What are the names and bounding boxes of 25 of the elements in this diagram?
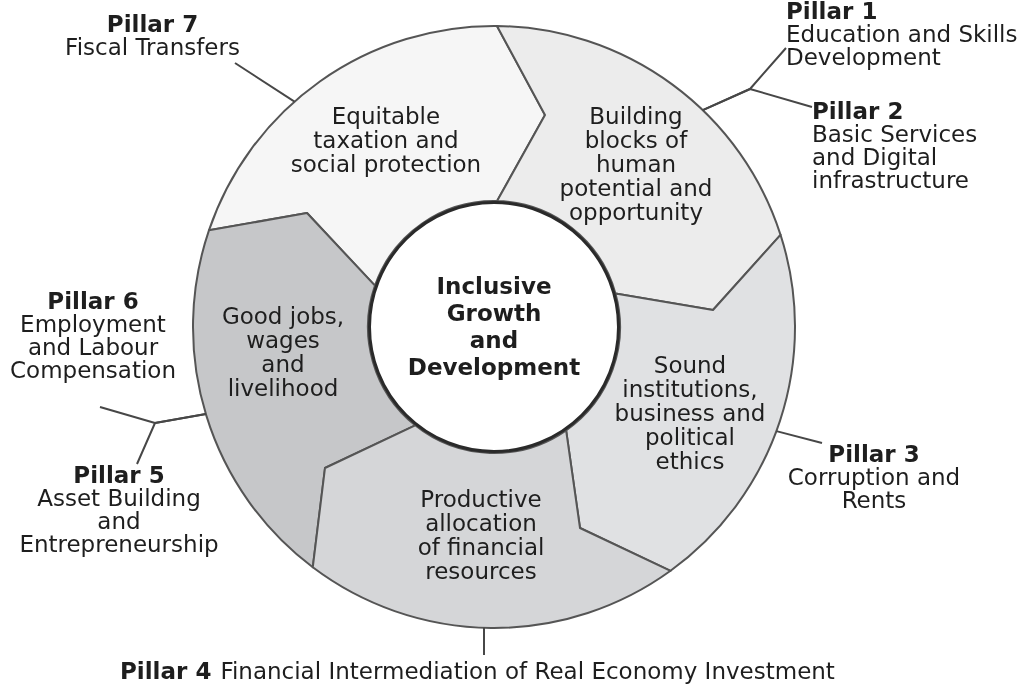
pillar-heading: Pillar 1 bbox=[786, 0, 878, 23]
segment-label: Building blocks of human potential and opportunity bbox=[558, 104, 714, 224]
pillar-heading: Pillar 7 bbox=[106, 13, 199, 36]
leader-line bbox=[136, 413, 207, 465]
pillar-heading: Pillar 2 bbox=[812, 100, 904, 123]
segment-label: Good jobs, wages and livelihood bbox=[221, 304, 345, 400]
leader-line bbox=[234, 62, 296, 103]
pillar-heading: Pillar 4 bbox=[120, 659, 212, 683]
pillar-description: Employment and Labour Compensation bbox=[9, 313, 177, 382]
leader-line bbox=[483, 626, 485, 656]
pillar-heading: Pillar 6 bbox=[47, 290, 139, 313]
pillar-description: Asset Building and Entrepreneurship bbox=[18, 487, 220, 556]
pillar-heading: Pillar 5 bbox=[73, 464, 165, 487]
center-label: Inclusive Growth and Development bbox=[406, 273, 582, 381]
pillar-description: Corruption and Rents bbox=[786, 466, 962, 512]
pillar-heading: Pillar 3 bbox=[828, 443, 920, 466]
pillar-description: Financial Intermediation of Real Economy Investment bbox=[220, 659, 835, 683]
pillar-description: Education and Skills Development bbox=[786, 23, 1019, 69]
pillar-description: Basic Services and Digital infrastructure bbox=[812, 123, 979, 192]
segment-label: Equitable taxation and social protection bbox=[289, 104, 483, 176]
leader-line bbox=[701, 88, 813, 112]
leader-line bbox=[775, 430, 823, 444]
segment-label: Sound institutions, business and political ethics bbox=[613, 353, 767, 473]
segment-label: Productive allocation of financial resources bbox=[416, 487, 546, 583]
pillar-description: Fiscal Transfers bbox=[65, 36, 240, 59]
